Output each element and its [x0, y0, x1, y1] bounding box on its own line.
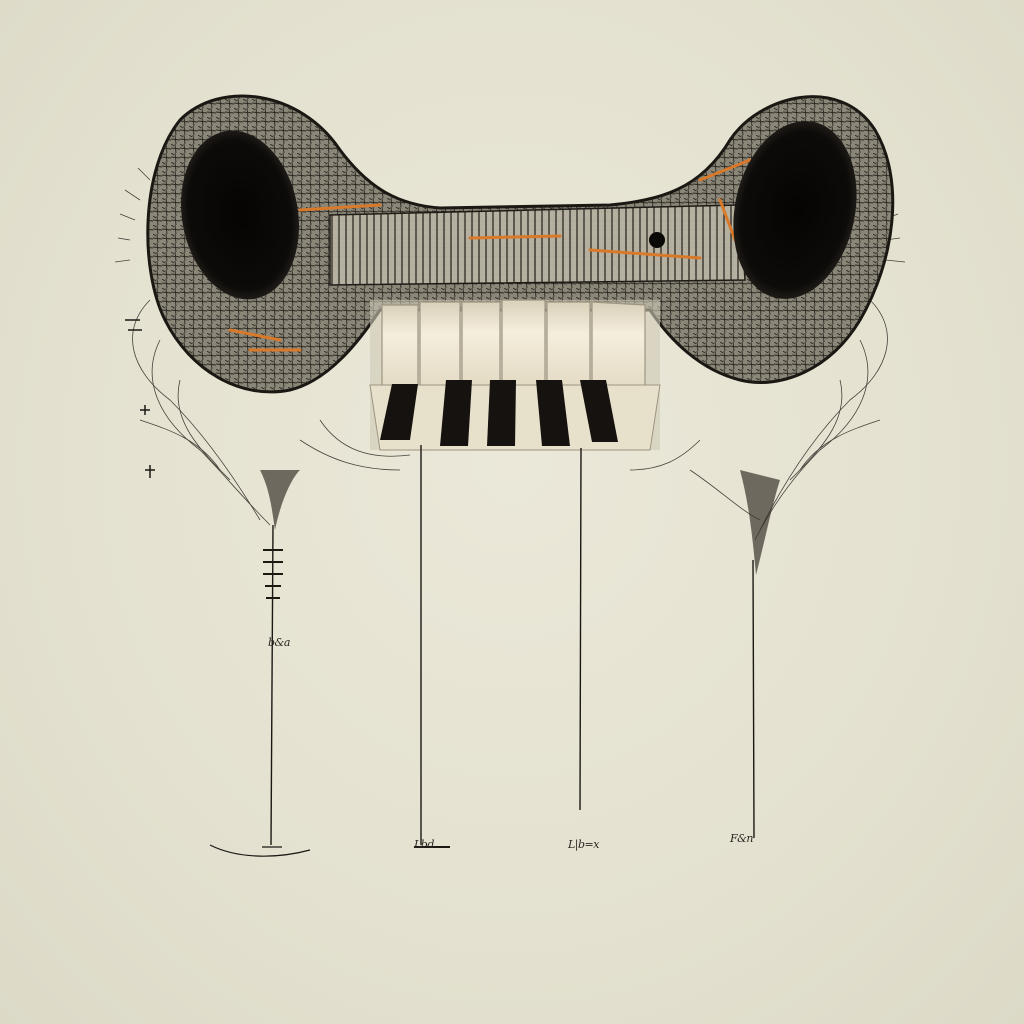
- scribble-label-4: F&n: [730, 832, 754, 845]
- hanging-threads: [270, 445, 755, 846]
- scribble-label-3: L|b=x: [568, 838, 599, 851]
- left-fringe: [114, 167, 411, 526]
- scribble-label-1: b&a: [268, 636, 290, 649]
- dot: [649, 232, 665, 248]
- right-hole: [733, 121, 857, 299]
- teeth: [381, 299, 646, 395]
- right-drip: [740, 470, 780, 575]
- scribble-label-2: Lbd: [414, 838, 434, 851]
- left-hole: [181, 130, 299, 300]
- black-keys: [380, 380, 618, 446]
- bridge-keys: [329, 204, 746, 286]
- left-drip: [260, 470, 300, 530]
- right-fringe: [629, 167, 906, 541]
